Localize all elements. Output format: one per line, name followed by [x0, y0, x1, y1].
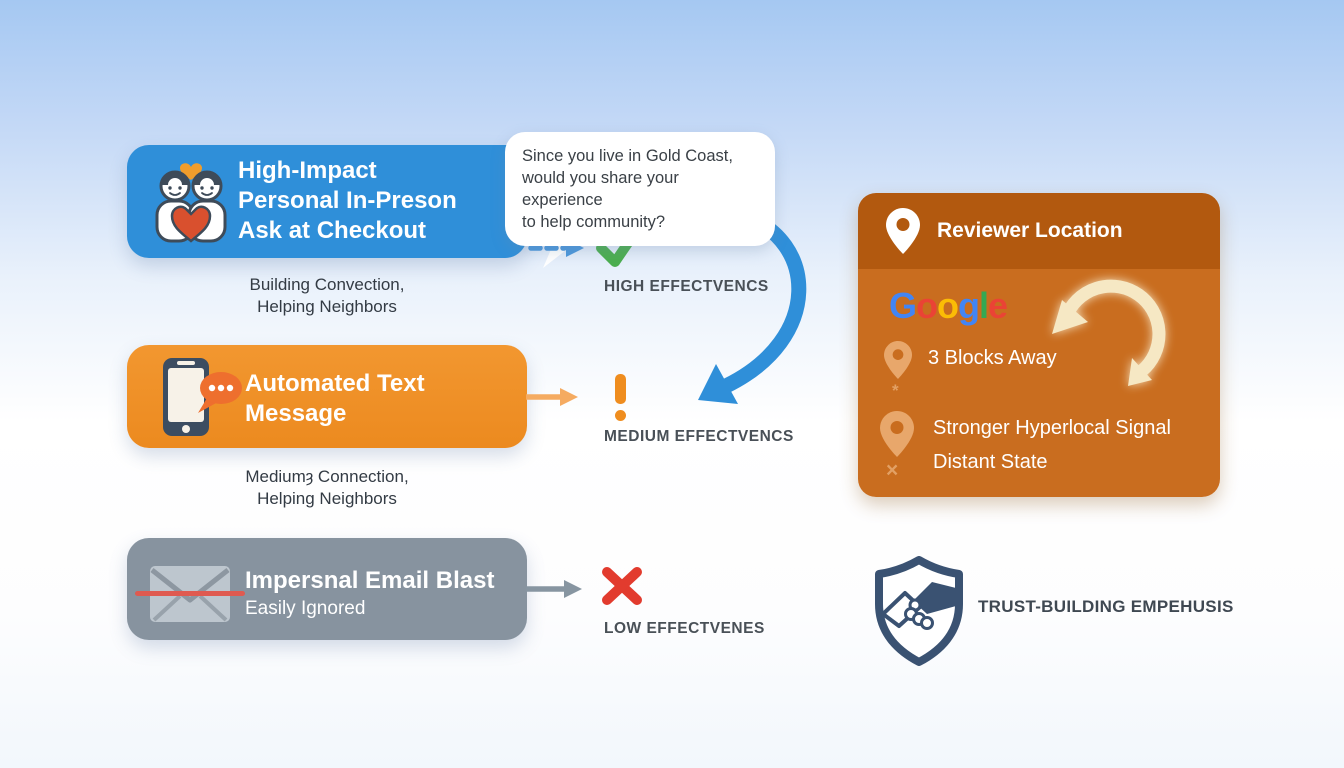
- people-hug-heart-icon: [155, 163, 227, 243]
- panel-body: Google 3 Blocks Away * Stronger Hyperloc…: [858, 269, 1220, 497]
- google-letter: o: [916, 285, 938, 326]
- method-title: Impersnal Email Blast: [245, 567, 495, 594]
- trust-label: TRUST-BUILDING EMPEHUSIS: [978, 597, 1234, 616]
- method-title: Automated Text Message: [245, 370, 425, 427]
- method-card-in-person: High-Impact Personal In-Preson Ask at Ch…: [127, 145, 527, 258]
- panel-title: Reviewer Location: [937, 219, 1123, 242]
- panel-item-far: Distant State: [933, 451, 1048, 473]
- phone-text-message-icon: [163, 358, 242, 436]
- location-pin-icon: [880, 411, 914, 457]
- arrow-right-icon: [526, 388, 578, 406]
- method-card-text-message: Automated Text Message: [127, 345, 527, 448]
- shield-handshake-icon: [875, 556, 963, 666]
- google-letter: g: [958, 285, 980, 326]
- star-glyph: *: [892, 381, 899, 400]
- method-title: High-Impact Personal In-Preson Ask at Ch…: [238, 157, 457, 244]
- cross-icon: [602, 567, 642, 605]
- location-pin-icon: [884, 341, 912, 379]
- google-letter: l: [979, 285, 989, 326]
- exclamation-icon: [610, 374, 630, 421]
- location-pin-icon: [886, 208, 920, 254]
- curved-rotation-arrow-icon: [1052, 279, 1166, 386]
- method-caption: Mediumȝ Connection, Helping Neighbors: [245, 467, 409, 508]
- panel-item-signal: Stronger Hyperlocal Signal: [933, 417, 1171, 439]
- effectiveness-label-medium: MEDIUM EFFECTVENCS: [604, 428, 794, 445]
- google-letter: G: [889, 285, 917, 326]
- crossed-email-icon: [135, 566, 245, 622]
- cross-glyph: ×: [886, 459, 899, 482]
- google-letter: o: [937, 285, 959, 326]
- effectiveness-label-low: LOW EFFECTVENES: [604, 620, 765, 637]
- google-letter: e: [988, 285, 1008, 326]
- panel-header: Reviewer Location: [858, 193, 1220, 269]
- method-subtitle: Easily Ignored: [245, 598, 366, 619]
- google-logo: Google: [889, 285, 1008, 327]
- arrow-right-icon: [526, 580, 582, 598]
- reviewer-location-panel: Reviewer Location Google 3 Blocks Away *…: [858, 193, 1220, 497]
- effectiveness-label-high: HIGH EFFECTVENCS: [604, 278, 769, 295]
- method-card-email-blast: Impersnal Email Blast Easily Ignored: [127, 538, 527, 640]
- panel-item-near: 3 Blocks Away: [928, 347, 1057, 369]
- method-caption: Building Convection, Helping Neighbors: [249, 275, 405, 316]
- speech-bubble: Since you live in Gold Coast, would you …: [505, 132, 775, 246]
